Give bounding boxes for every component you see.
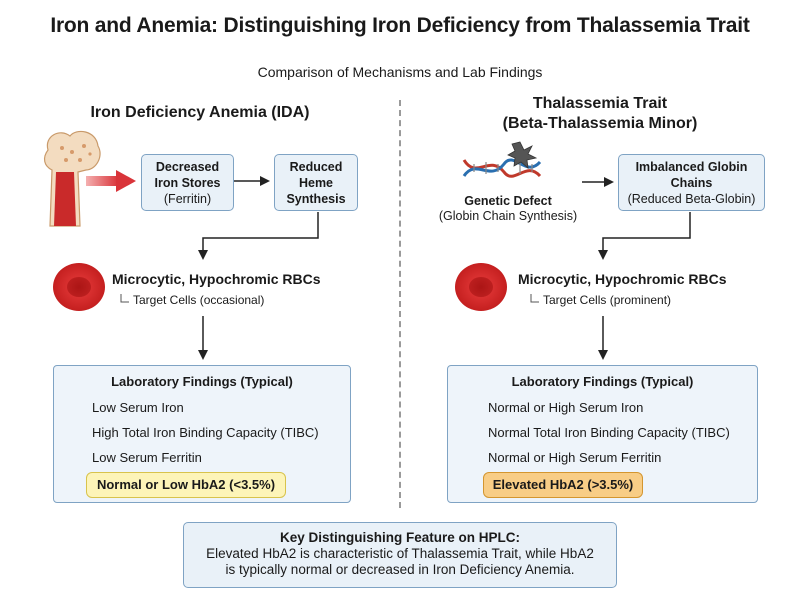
box-label-line3: (Ferritin) (163, 191, 212, 206)
left-rbc-title: Microcytic, Hypochromic RBCs (112, 271, 321, 287)
reduced-heme-synthesis-box: Reduced Heme Synthesis (274, 154, 358, 211)
right-heading: Thalassemia Trait (Beta-Thalassemia Mino… (440, 94, 760, 134)
genetic-defect-line2: (Globin Chain Synthesis) (438, 209, 578, 223)
left-rbc-subtitle: Target Cells (occasional) (133, 293, 265, 307)
left-lab-item: Low Serum Iron (92, 400, 184, 415)
box-label-line2: Iron Stores (154, 175, 221, 190)
genetic-defect-line1: Genetic Defect (464, 194, 552, 208)
red-blood-cell-icon (53, 263, 105, 311)
genetic-defect-label: Genetic Defect (Globin Chain Synthesis) (420, 194, 596, 224)
red-arrow-icon (86, 170, 136, 192)
right-rbc-title: Microcytic, Hypochromic RBCs (518, 271, 727, 287)
left-hba2-highlight: Normal or Low HbA2 (<3.5%) (86, 472, 286, 498)
box-label-line2: Heme (298, 175, 334, 190)
decreased-iron-stores-box: Decreased Iron Stores (Ferritin) (141, 154, 234, 211)
right-hba2-highlight: Elevated HbA2 (>3.5%) (483, 472, 643, 498)
right-lab-item: Normal Total Iron Binding Capacity (TIBC… (488, 425, 730, 440)
key-feature-title: Key Distinguishing Feature on HPLC: (279, 530, 520, 545)
left-lab-item: High Total Iron Binding Capacity (TIBC) (92, 425, 319, 440)
right-lab-item: Normal or High Serum Ferritin (488, 450, 662, 465)
column-divider (399, 100, 401, 508)
right-rbc-subtitle: Target Cells (prominent) (543, 293, 672, 307)
key-feature-box: Key Distinguishing Feature on HPLC: Elev… (183, 522, 617, 588)
page-subtitle: Comparison of Mechanisms and Lab Finding… (257, 64, 543, 80)
box-label-line3: Synthesis (286, 191, 346, 206)
imbalanced-globin-box: Imbalanced Globin Chains (Reduced Beta-G… (618, 154, 765, 211)
box-label-line1: Imbalanced Globin (635, 159, 748, 174)
key-feature-line2: is typically normal or decreased in Iron… (225, 562, 575, 577)
left-lab-item: Low Serum Ferritin (92, 450, 202, 465)
box-label-line3: (Reduced Beta-Globin) (627, 191, 756, 206)
red-blood-cell-icon-right (455, 263, 507, 311)
bone-marrow-icon (43, 130, 101, 227)
page-title: Iron and Anemia: Distinguishing Iron Def… (50, 14, 750, 37)
right-heading-line2: (Beta-Thalassemia Minor) (502, 115, 698, 132)
dna-helix-icon (462, 141, 542, 178)
left-lab-title: Laboratory Findings (Typical) (111, 374, 293, 389)
right-lab-item: Normal or High Serum Iron (488, 400, 644, 415)
box-label-line1: Reduced (289, 159, 343, 174)
left-heading: Iron Deficiency Anemia (IDA) (90, 104, 310, 121)
key-feature-line1: Elevated HbA2 is characteristic of Thala… (206, 546, 594, 561)
right-lab-title: Laboratory Findings (Typical) (511, 374, 694, 389)
box-label-line1: Decreased (155, 159, 220, 174)
box-label-line2: Chains (670, 175, 713, 190)
right-heading-line1: Thalassemia Trait (532, 95, 668, 112)
